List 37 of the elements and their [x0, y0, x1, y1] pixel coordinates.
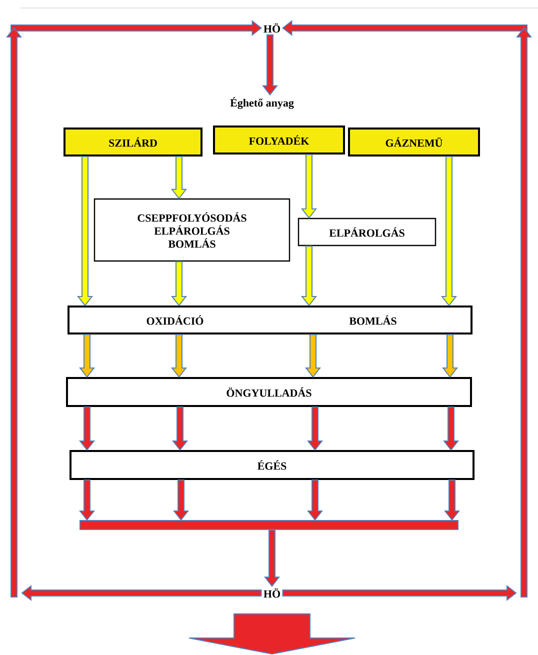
stage-box: OXIDÁCIÓ BOMLÁS [68, 306, 472, 334]
arrow [442, 406, 460, 451]
arrow [170, 261, 188, 306]
arrow [76, 156, 94, 306]
state-box: GÁZNEMÜ [348, 128, 480, 156]
arrow [78, 334, 96, 378]
arrow [21, 584, 262, 602]
arrow [442, 334, 458, 378]
arrow [170, 334, 188, 378]
arrow [282, 584, 517, 602]
arrow [304, 334, 322, 378]
label-text: Éghető anyag [230, 97, 294, 109]
arrow [300, 154, 318, 219]
arrow [300, 246, 318, 306]
big-arrow [188, 613, 356, 654]
label-text: HÖ [264, 588, 280, 598]
arrow [262, 34, 278, 96]
label-text: HÖ [264, 23, 280, 33]
arrow [440, 156, 458, 306]
arrow [78, 480, 96, 521]
process-box: CSEPPFOLYÓSODÁS ELPÁROLGÁS BOMLÁS [94, 198, 290, 262]
stage-box: ÖNGYULLADÁS [66, 377, 472, 407]
process-box: ELPÁROLGÁS [298, 218, 436, 246]
arrow [282, 20, 528, 36]
arrow [306, 480, 324, 521]
arrow [78, 406, 96, 451]
collector-bar [80, 520, 458, 530]
arrow [444, 480, 460, 521]
state-box: SZILÁRD [64, 128, 202, 156]
arrow [170, 156, 188, 200]
arrow [306, 406, 324, 451]
arrow [172, 406, 188, 451]
arrow [10, 20, 262, 36]
state-box: FOLYADÉK [213, 126, 345, 154]
stage-box: ÉGÉS [70, 450, 474, 480]
arrow [264, 530, 280, 587]
arrow [172, 480, 190, 521]
